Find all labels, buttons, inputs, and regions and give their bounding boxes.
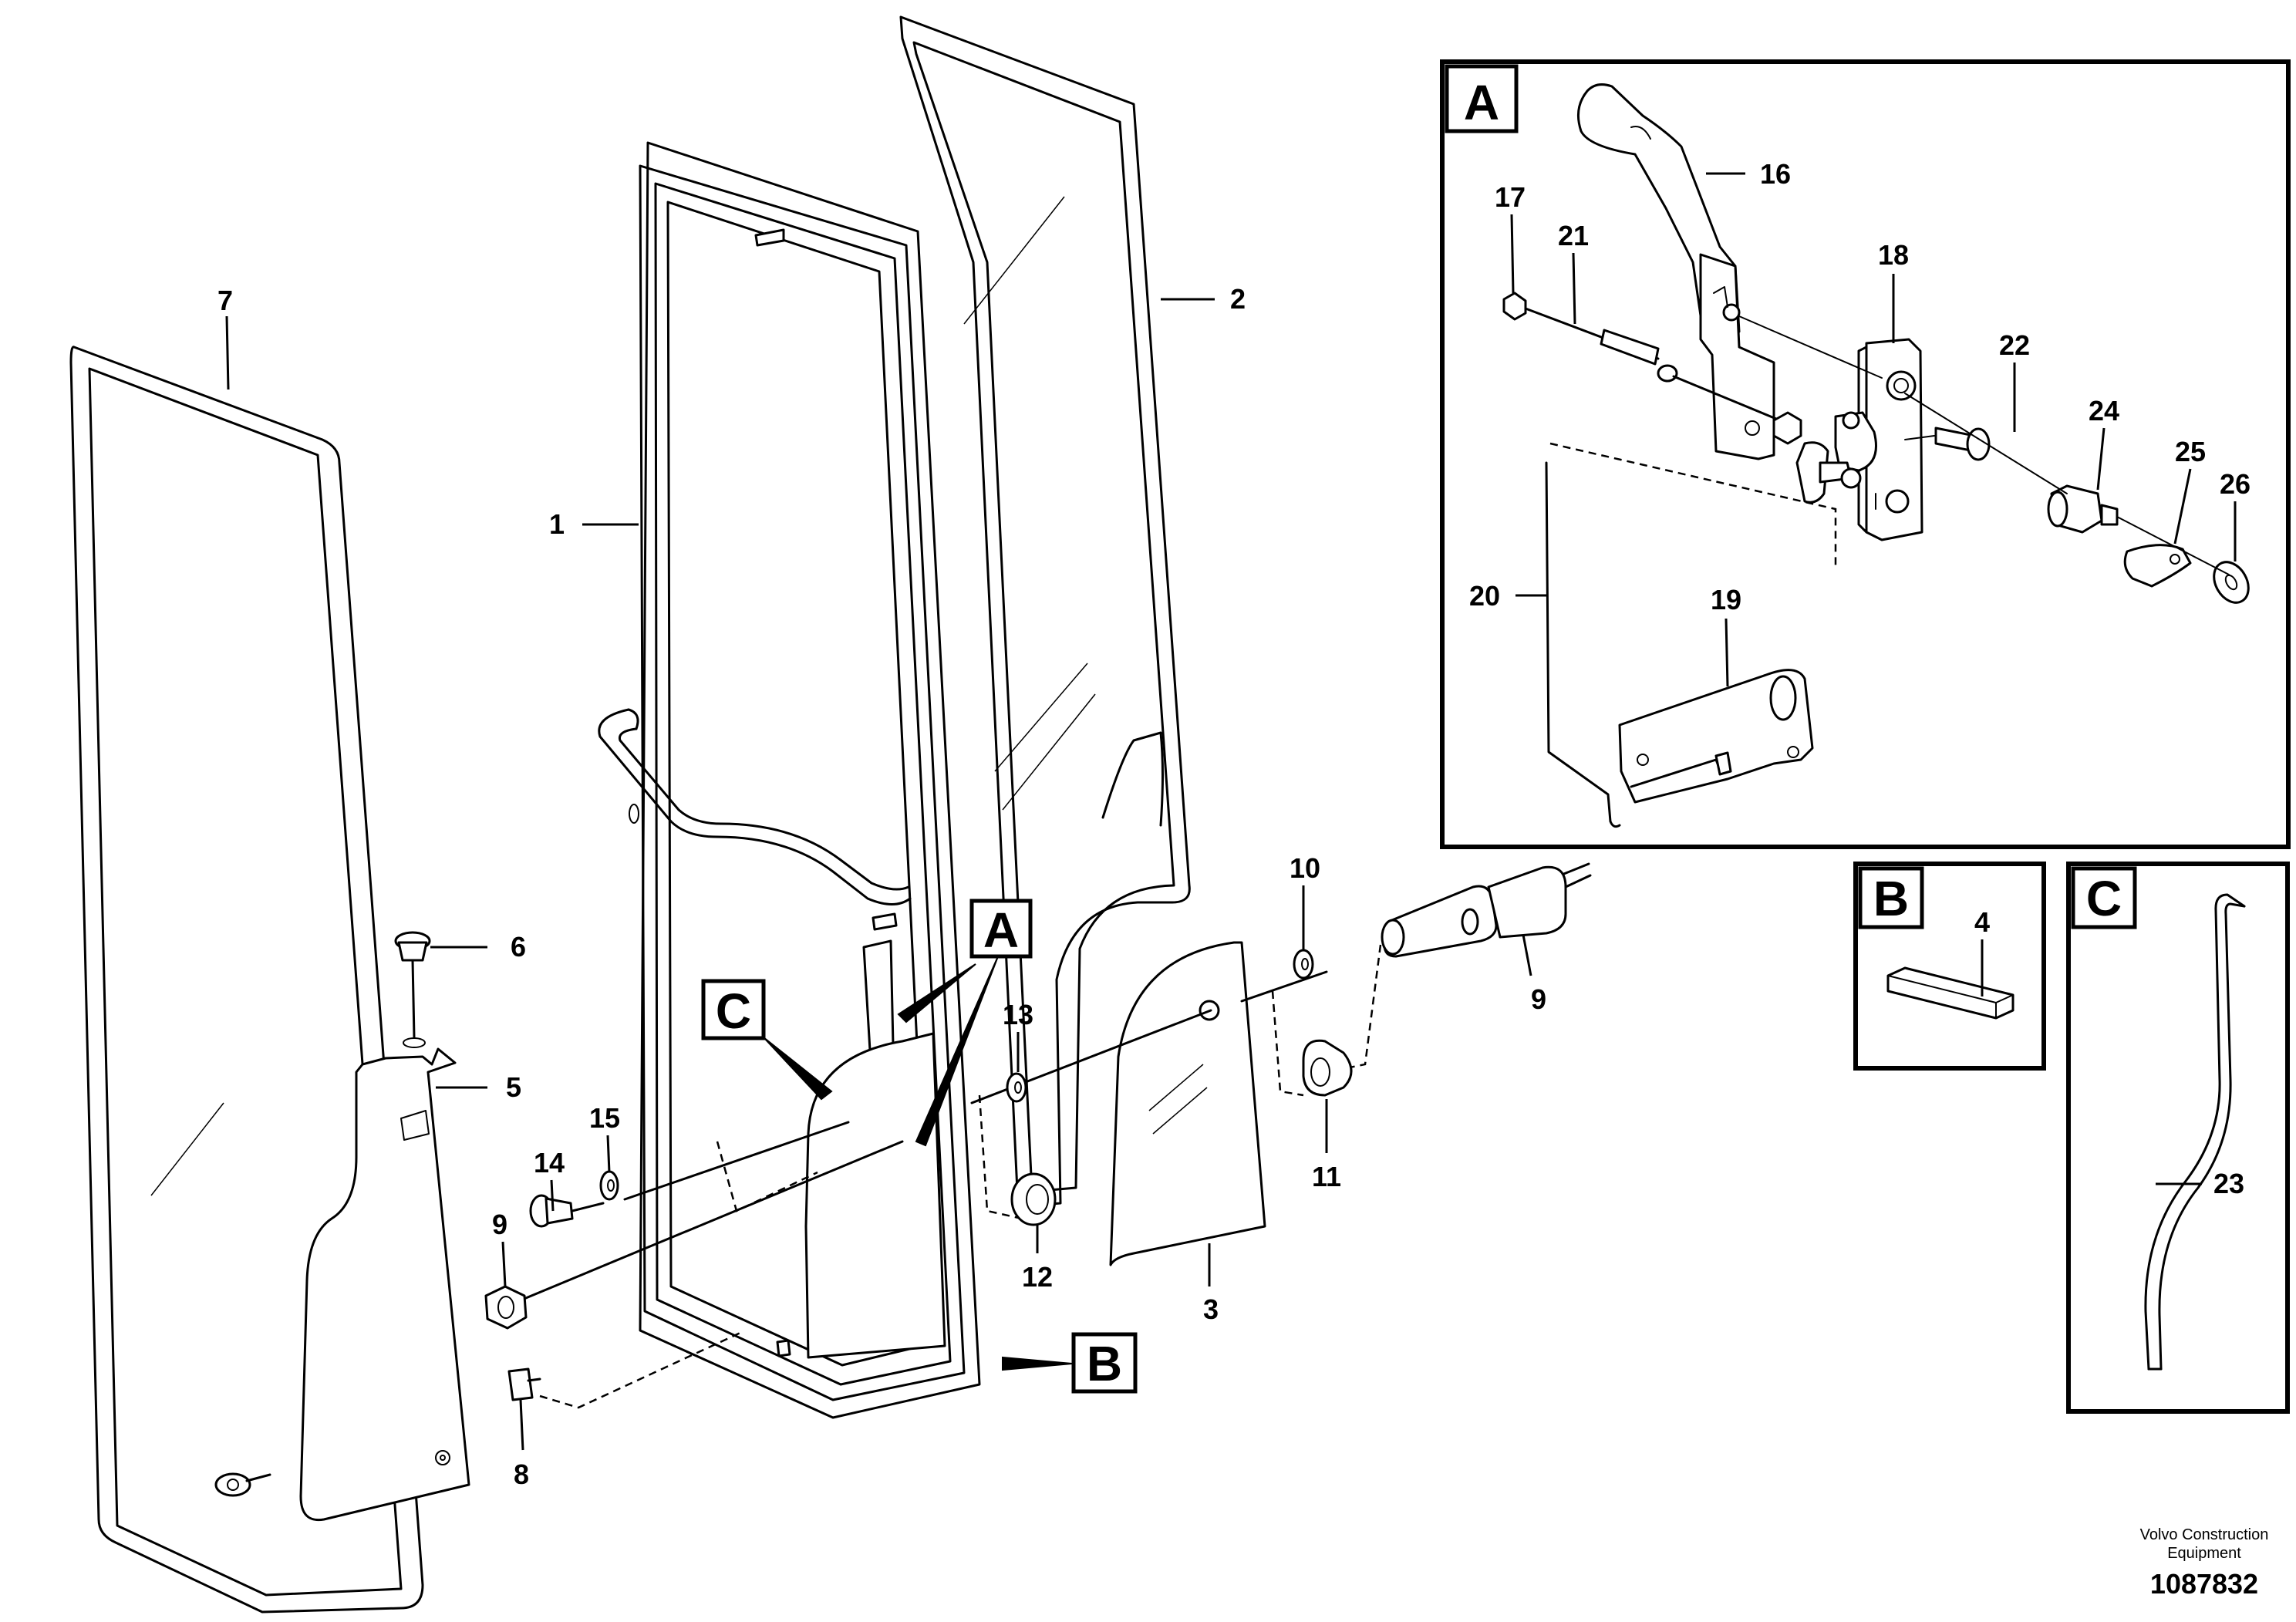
detail-a-panel: A	[1440, 59, 2291, 849]
part-2-glass-pane	[899, 15, 1191, 1209]
detail-b-letter: B	[1873, 871, 1909, 926]
callout-15: 15	[589, 1102, 620, 1134]
part-25-bracket-strip	[2123, 544, 2192, 588]
part-3-small-glass	[1109, 941, 1266, 1266]
part-19-bracket-plate	[1618, 669, 1814, 804]
part-5-bracket-panel	[299, 1047, 470, 1522]
pointer-tag-a: A	[897, 899, 1033, 1147]
frame-fixing-screw	[214, 1472, 271, 1497]
main-callout-labels: 7 1 2 6 5 14 15 9 8 13 12 10 11 9 3	[217, 283, 1546, 1490]
part-12-grommet	[1010, 1172, 1057, 1226]
part-11-bushing	[1302, 1039, 1353, 1097]
tag-a-letter: A	[983, 902, 1019, 958]
pointer-tag-c: C	[701, 979, 833, 1101]
part-8-clip	[507, 1367, 541, 1401]
tag-b-letter: B	[1087, 1336, 1122, 1391]
callout-1: 1	[549, 508, 565, 540]
part-21-pin	[1524, 307, 1791, 426]
part-6-screw	[394, 931, 431, 1048]
main-leader-lines	[225, 298, 1532, 1451]
company-line-2: Equipment	[2167, 1545, 2241, 1562]
callout-4: 4	[1974, 906, 1990, 938]
part-22-bolt	[1934, 427, 1991, 461]
part-16-lever-handle	[1576, 83, 1775, 460]
callout-26: 26	[2220, 468, 2250, 500]
callout-14: 14	[534, 1147, 565, 1179]
callout-22: 22	[1999, 329, 2030, 361]
detail-c-panel: C 23	[2066, 862, 2290, 1414]
callout-6: 6	[511, 931, 526, 963]
part-17-nut	[1502, 292, 1527, 321]
part-20-rod	[1545, 442, 1837, 828]
callout-13: 13	[1003, 999, 1033, 1030]
part-9-handle-knob	[1381, 865, 1592, 958]
callout-24: 24	[2089, 395, 2119, 427]
callout-21: 21	[1558, 220, 1589, 251]
part-9-nut-left	[484, 1285, 528, 1330]
detail-c-letter: C	[2086, 871, 2122, 926]
part-4-block	[1886, 966, 2014, 1020]
callout-18: 18	[1878, 239, 1909, 271]
callout-7: 7	[217, 285, 233, 316]
callout-11: 11	[1312, 1161, 1341, 1192]
footer: Volvo Construction Equipment 1087832	[2140, 1526, 2269, 1600]
lock-nut	[1772, 411, 1802, 445]
callout-3: 3	[1203, 1293, 1219, 1325]
detail-a-axis-lines	[1738, 315, 2230, 575]
part-10-washer	[1293, 949, 1314, 980]
part-13-washer	[1006, 1072, 1027, 1103]
callout-10: 10	[1290, 852, 1320, 884]
detail-b-panel: B 4	[1853, 862, 2046, 1071]
drawing-number: 1087832	[2150, 1568, 2258, 1600]
company-line-1: Volvo Construction	[2140, 1526, 2269, 1543]
callout-8: 8	[514, 1458, 529, 1490]
callout-9-left: 9	[492, 1209, 507, 1240]
door-handle-tube	[598, 708, 912, 905]
detail-a-letter: A	[1464, 75, 1499, 130]
callout-5: 5	[506, 1071, 521, 1103]
inner-curved-panel	[804, 1032, 946, 1359]
callout-19: 19	[1711, 584, 1741, 615]
pointer-tag-b: B	[1002, 1332, 1138, 1394]
callout-23: 23	[2213, 1168, 2244, 1199]
callout-16: 16	[1760, 158, 1791, 190]
part-18-lock-body	[1795, 338, 1923, 541]
tag-c-letter: C	[716, 983, 751, 1039]
callout-20: 20	[1469, 580, 1500, 612]
part-23-seal-strip	[2144, 893, 2246, 1371]
callout-2: 2	[1230, 283, 1246, 315]
detail-a-callout-labels: 16 17 21 18 22 24 25 26 20 19	[1469, 158, 2250, 615]
part-14-bolt	[529, 1194, 605, 1228]
main-exploded-view: 7 1 2 6 5 14 15 9 8 13 12 10 11 9 3 A C	[69, 15, 1592, 1614]
callout-25: 25	[2175, 436, 2206, 467]
callout-12: 12	[1022, 1261, 1053, 1293]
part-24-fitting	[2047, 484, 2119, 534]
part-15-washer	[599, 1170, 619, 1201]
callout-17: 17	[1495, 181, 1526, 213]
detail-a-leader-lines	[1510, 172, 2237, 687]
callout-9-right: 9	[1531, 983, 1546, 1015]
